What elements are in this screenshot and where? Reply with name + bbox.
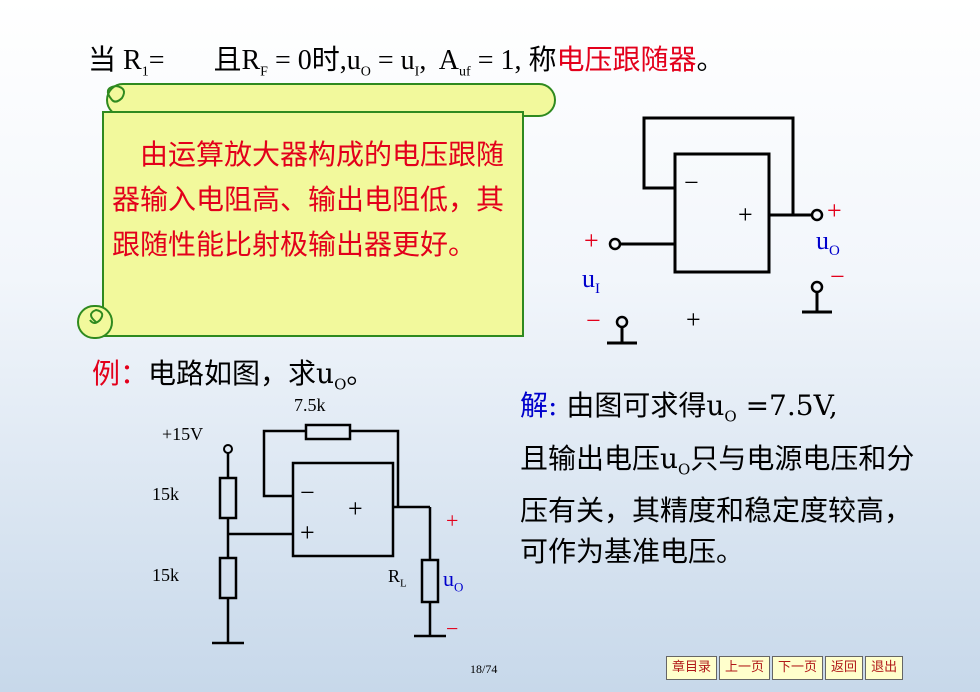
resistor-15k-bottom — [218, 556, 238, 600]
resistor-15k-top — [218, 476, 238, 520]
prev-page-button[interactable]: 上一页 — [719, 656, 771, 680]
follower-opamp — [673, 152, 771, 274]
next-page-button[interactable]: 下一页 — [772, 656, 824, 680]
label-7-5k: 7.5k — [294, 395, 326, 415]
follower-in-label: uI — [582, 264, 600, 298]
input-terminal-top — [608, 237, 622, 251]
follower-plus-label: + — [738, 200, 753, 229]
example-line: 例：电路如图，求uO。 — [92, 357, 375, 394]
page-number: 18/74 — [470, 662, 498, 676]
label-supply: +15V — [162, 424, 204, 444]
example-out-label: uO — [443, 566, 464, 595]
follower-in-plus: + — [584, 226, 599, 255]
example-minus-label: − — [300, 478, 315, 507]
example-out-minus: − — [446, 616, 459, 641]
callout-scroll — [77, 83, 556, 339]
exit-button[interactable]: 退出 — [865, 656, 904, 680]
load-resistor — [420, 558, 440, 604]
solution-text: 解: 由图可求得uO =7.5V,且输出电压uO只与电源电压和分压有关，其精度和… — [520, 389, 915, 569]
label-rl: RL — [388, 566, 407, 590]
label-15k-bottom: 15k — [152, 565, 179, 585]
follower-minus-label: − — [684, 168, 699, 197]
voltage-follower-term: 电压跟随器 — [556, 45, 697, 76]
follower-bottom-plus: + — [686, 305, 701, 334]
follower-out-label: uO — [816, 226, 840, 260]
label-15k-top: 15k — [152, 484, 179, 504]
back-button[interactable]: 返回 — [825, 656, 864, 680]
chapter-toc-button[interactable]: 章目录 — [666, 656, 718, 680]
resistor-7-5k — [304, 423, 352, 441]
example-plus-input-label: + — [300, 518, 315, 547]
voltage-follower-circuit — [607, 116, 832, 345]
example-plus-label: + — [348, 494, 363, 523]
example-circuit — [212, 423, 446, 645]
title-line: 当 R1= 且RF = 0时,uO = uI, Auf = 1, 称电压跟随器。 — [88, 45, 725, 80]
follower-out-plus: + — [827, 196, 842, 225]
example-out-plus: + — [446, 508, 459, 533]
output-terminal-top — [810, 208, 824, 222]
input-terminal-bottom — [615, 315, 629, 329]
follower-out-minus: − — [830, 262, 845, 291]
nav-bar: 章目录 上一页 下一页 返回 退出 — [666, 656, 904, 680]
follower-in-minus: − — [586, 306, 601, 335]
example-opamp — [291, 461, 395, 558]
callout-text: 由运算放大器构成的电压跟随器输入电阻高、输出电阻低，其跟随性能比射极输出器更好。 — [112, 138, 505, 261]
output-terminal-bottom — [810, 280, 824, 294]
